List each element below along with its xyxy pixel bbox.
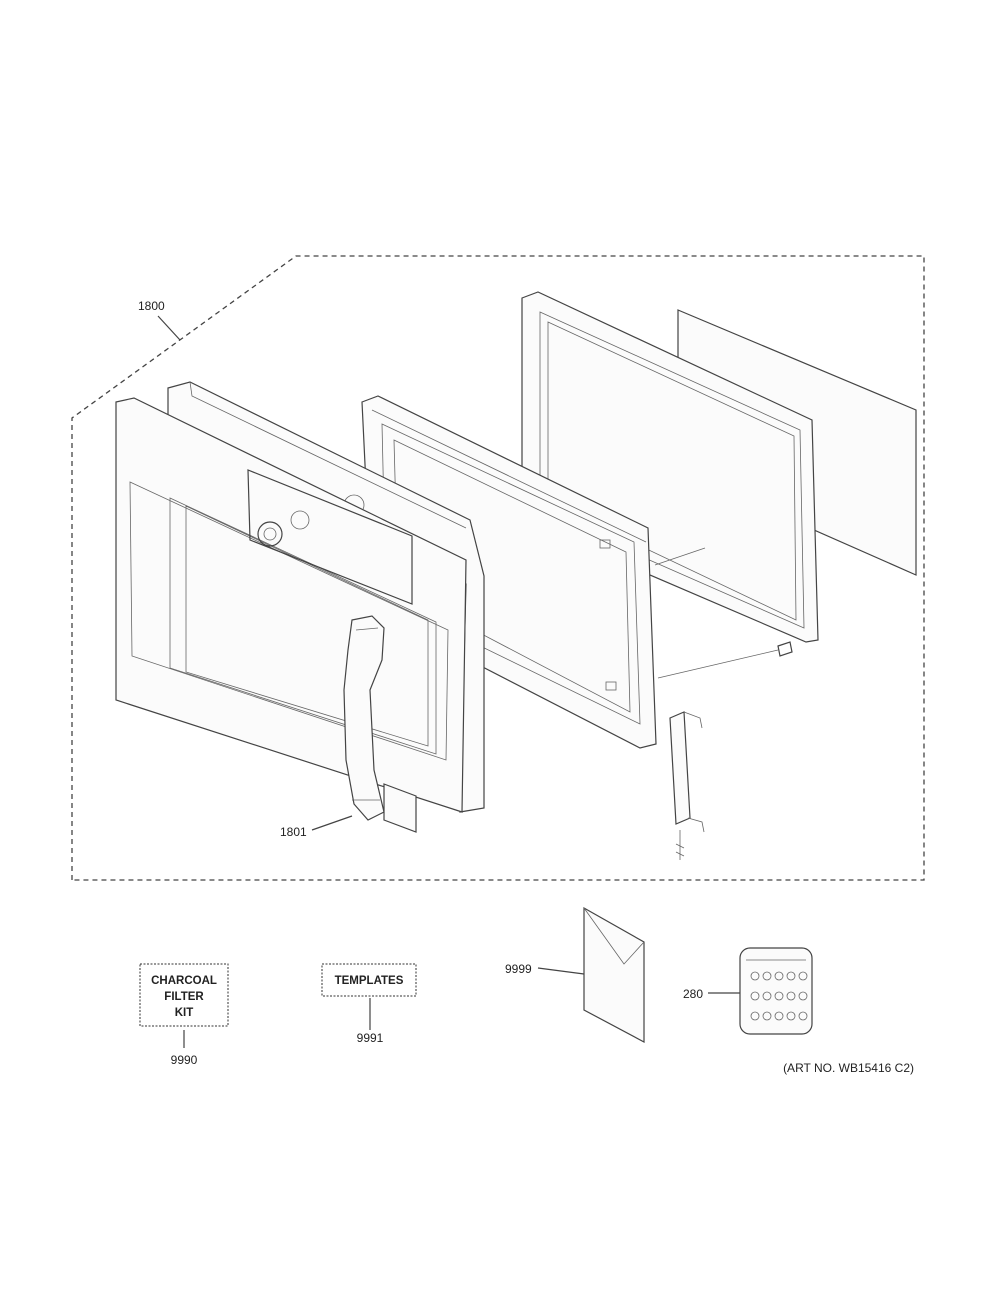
leader-9999 [537,967,585,975]
front-door-panel [115,397,467,813]
templates-box-label: TEMPLATES [335,975,404,987]
callout-1801: 1801 [280,825,307,839]
callout-1800: 1800 [138,299,165,313]
latch-assembly [669,711,705,860]
mounting-screw [657,641,793,679]
templates-box: TEMPLATES [321,963,417,997]
charcoal-box-line3: KIT [175,1007,194,1019]
leader-1800 [157,315,181,341]
literature-envelope [583,906,645,1043]
hardware-kit-bag [739,947,813,1035]
charcoal-box-line2: FILTER [164,991,204,1003]
door-handle [343,615,417,833]
charcoal-box-line1: CHARCOAL [151,975,217,987]
leader-1801 [311,815,353,831]
callout-9990: 9990 [171,1053,198,1067]
art-number: (ART NO. WB15416 C2) [783,1061,914,1075]
charcoal-filter-kit-box: CHARCOAL FILTER KIT [139,963,229,1027]
callout-280: 280 [683,987,703,1001]
callout-9999: 9999 [505,962,532,976]
callout-9991: 9991 [357,1031,384,1045]
